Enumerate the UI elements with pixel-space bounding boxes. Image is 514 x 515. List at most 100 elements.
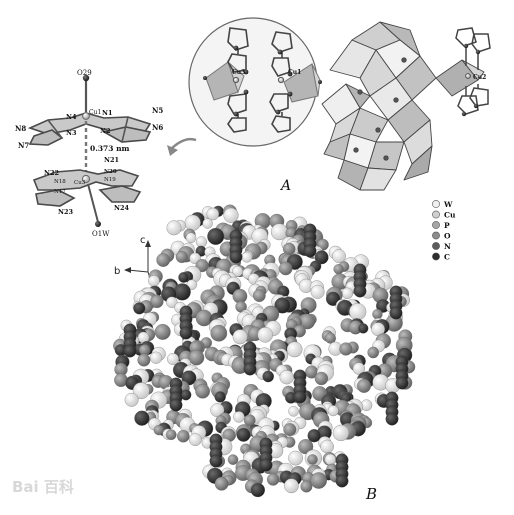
packing-atom: [310, 472, 327, 489]
packing-atom: [188, 349, 205, 366]
packing-atom: [156, 253, 171, 267]
packing-atom: [150, 294, 164, 309]
packing-atom: [167, 353, 179, 365]
packing-ligand-atom: [229, 250, 243, 264]
inset-label-cu1: Cu1: [288, 69, 301, 76]
legend-swatch-c: [432, 252, 440, 261]
axis-b-label: b: [114, 266, 120, 277]
packing-atom: [286, 341, 303, 358]
packing-atom: [210, 324, 228, 342]
packing-atom: [214, 476, 229, 491]
label-n24: N24: [114, 204, 129, 212]
packing-atom: [352, 362, 366, 375]
legend-swatch-p: [432, 221, 440, 229]
cu-dimer-diagram: O29 Cu1 N4 N1 N5 N8 N3 N2 N6 N7 0.373 nm: [15, 69, 163, 238]
packing-ligand-atom: [303, 244, 317, 258]
packing-atom: [262, 370, 274, 383]
packing-ligand-atom: [169, 398, 183, 412]
inset-label-cu3: Cu3: [232, 69, 245, 76]
packing-atom: [324, 453, 336, 466]
packing-atom: [327, 405, 339, 417]
packing-atom: [178, 272, 189, 283]
packing-atom: [307, 429, 321, 443]
packing-atom: [358, 323, 369, 334]
packing-atom: [206, 207, 220, 221]
packing-atom: [357, 378, 371, 393]
packing-atom: [184, 214, 201, 231]
packing-atom: [148, 275, 160, 287]
packing-atom: [150, 351, 163, 364]
packing-atom: [266, 473, 280, 486]
label-n6: N6: [152, 123, 163, 132]
label-n7: N7: [18, 141, 29, 150]
label-n1: N1: [102, 109, 112, 117]
label-cu1: Cu1: [89, 109, 101, 116]
packing-atom: [233, 411, 245, 423]
packing-ligand-atom: [389, 306, 403, 320]
packing-atom: [300, 480, 313, 493]
packing-atom: [214, 391, 226, 403]
legend-swatch-o: [432, 231, 440, 240]
axis-c-label: c: [140, 235, 146, 246]
packing-atom: [134, 410, 150, 426]
space-filling-packing: [113, 204, 416, 498]
inset-circle: Cu3 Cu1: [188, 17, 322, 147]
packing-ligand-atom: [335, 474, 349, 488]
packing-atom: [314, 371, 329, 386]
packing-atom: [137, 353, 151, 367]
polyoxometalate-cluster: [321, 21, 485, 191]
packing-atom: [241, 251, 253, 263]
packing-atom: [154, 323, 171, 340]
packing-atom: [332, 424, 350, 442]
legend-label-c: C: [444, 253, 450, 262]
packing-atom: [166, 296, 178, 308]
packing-atom: [279, 370, 294, 385]
packing-atom: [325, 332, 336, 344]
legend-label-n: N: [444, 242, 451, 251]
label-n23: N23: [58, 208, 73, 216]
packing-atom: [252, 289, 266, 302]
packing-atom: [314, 250, 329, 265]
packing-atom: [288, 450, 303, 466]
packing-atom: [283, 423, 297, 437]
legend-swatch-cu: [432, 210, 440, 219]
packing-ligand-atom: [123, 344, 137, 358]
packing-ligand-atom: [385, 412, 399, 426]
packing-atom: [288, 406, 299, 417]
label-n17: N17: [54, 189, 66, 195]
legend-swatch-w: [432, 200, 440, 208]
packing-atom: [227, 454, 239, 465]
packing-atom: [325, 291, 341, 306]
upper-phenanthroline-plane: [27, 112, 152, 146]
packing-atom: [195, 383, 210, 399]
label-n18: N18: [54, 179, 66, 185]
packing-atom: [202, 218, 213, 229]
packing-atom: [341, 287, 354, 299]
packing-atom: [207, 227, 225, 245]
packing-atom: [243, 414, 256, 427]
packing-atom: [270, 223, 288, 241]
label-o29: O29: [77, 69, 92, 77]
packing-atom: [185, 232, 197, 244]
label-n19: N19: [104, 177, 116, 183]
label-cu3: Cu3: [74, 180, 86, 186]
packing-atom: [257, 327, 273, 343]
packing-atom: [349, 303, 367, 321]
packing-atom: [153, 424, 164, 436]
packing-atom: [188, 433, 202, 446]
packing-atom: [232, 329, 248, 345]
label-n3: N3: [66, 129, 77, 137]
label-n21: N21: [104, 156, 119, 164]
packing-atom: [132, 382, 150, 400]
packing-atom: [284, 478, 299, 494]
crystal-axes: c b a: [114, 235, 156, 295]
packing-atom: [175, 250, 188, 263]
packing-ligand-atom: [179, 326, 193, 340]
label-n8: N8: [15, 124, 26, 133]
packing-atom: [307, 454, 318, 465]
label-o1w: O1W: [92, 230, 110, 238]
packing-atom: [320, 439, 334, 454]
packing-atom: [133, 302, 146, 315]
packing-atom: [177, 429, 190, 443]
